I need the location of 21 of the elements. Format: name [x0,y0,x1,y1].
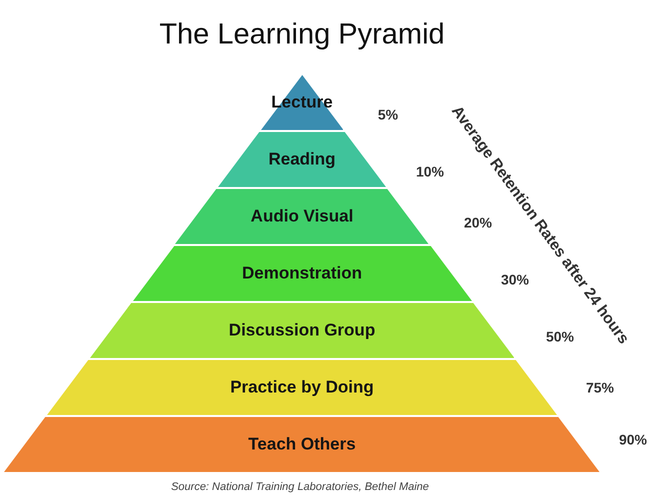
tier-label: Practice by Doing [230,378,374,397]
retention-percentage: 5% [378,107,398,123]
pyramid-tier [175,189,429,244]
tier-label: Discussion Group [228,321,376,340]
tier-label: Demonstration [242,264,362,283]
retention-percentage: 75% [586,380,614,396]
retention-percentage: 30% [500,272,530,288]
tier-label: Audio Visual [250,207,354,226]
pyramid-tier [4,417,600,472]
tier-label: Teach Others [248,435,356,454]
pyramid-tier [218,132,386,187]
pyramid-tier [90,303,514,358]
source-note: Source: National Training Laboratories, Bethel Maine [171,480,429,494]
pyramid-tier [132,246,472,301]
pyramid-tier [47,360,557,415]
retention-percentage: 10% [416,164,444,180]
retention-percentage: 20% [464,215,492,231]
tier-label: Reading [268,150,336,169]
diagram-title: The Learning Pyramid [159,18,445,52]
retention-percentage: 90% [618,432,648,448]
retention-percentage: 50% [546,329,574,345]
